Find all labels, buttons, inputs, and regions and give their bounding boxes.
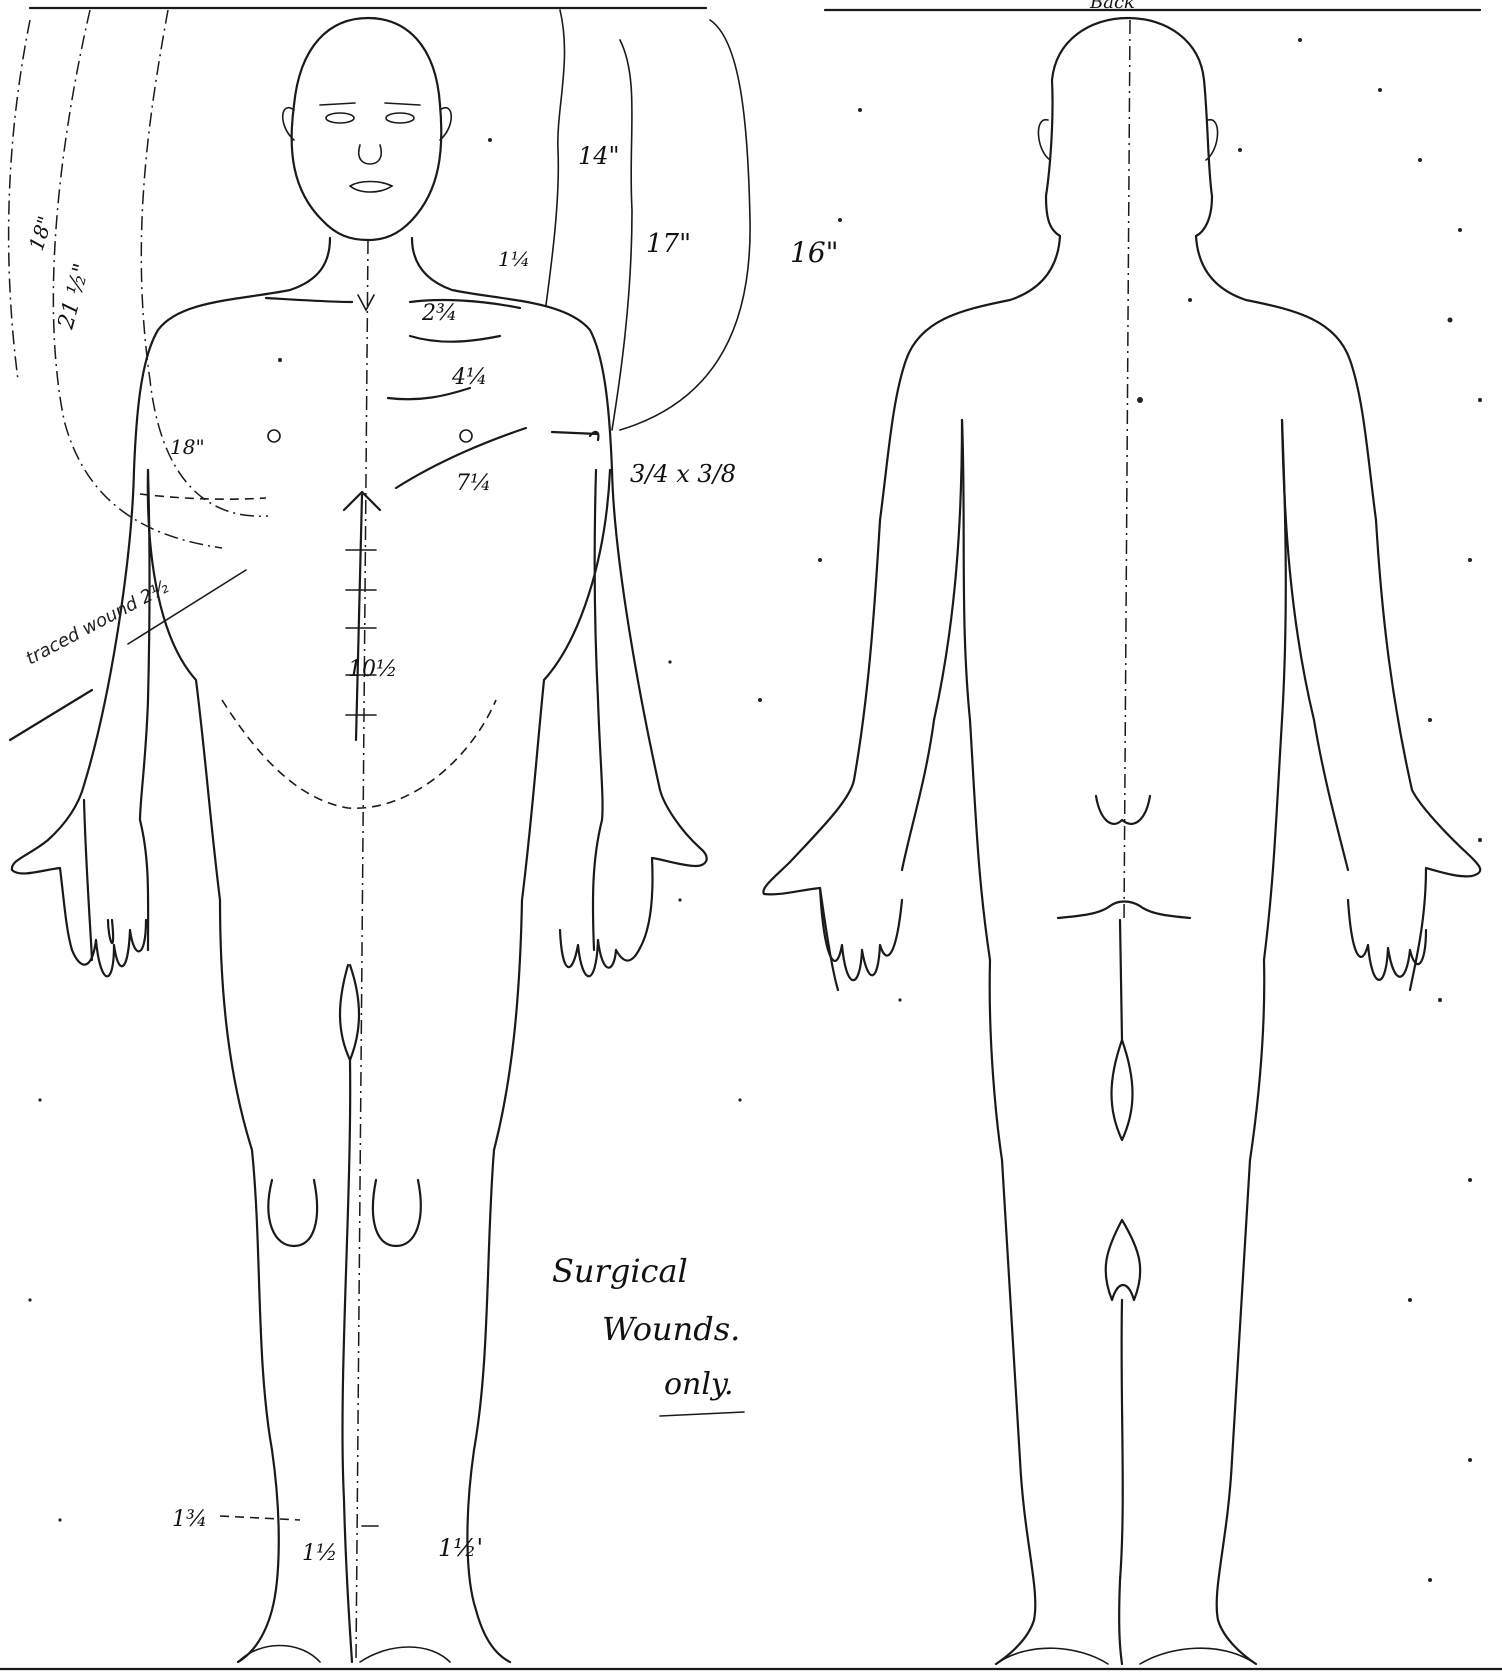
front-arm-left-inner bbox=[140, 470, 150, 950]
front-chest-wound-upper bbox=[410, 336, 500, 342]
front-knee-right bbox=[373, 1180, 421, 1246]
front-arc-chest bbox=[140, 494, 266, 499]
front-sternal-notch-arrow bbox=[358, 295, 374, 310]
front-brow-left bbox=[320, 103, 355, 105]
label-2-three-quarter: 2¾ bbox=[421, 301, 457, 326]
back-figure bbox=[763, 18, 1480, 1664]
back-spine bbox=[1124, 20, 1130, 920]
front-knee-left bbox=[268, 1180, 317, 1246]
label-16: 16" bbox=[790, 236, 839, 269]
label-18-left: 18" bbox=[170, 435, 205, 459]
front-bracket-14 bbox=[546, 10, 565, 305]
back-inner-thigh bbox=[1112, 1040, 1133, 1140]
back-arm-right-inner bbox=[1282, 420, 1348, 870]
ankle-line-left bbox=[220, 1516, 300, 1520]
front-foot-right bbox=[360, 1647, 450, 1662]
front-abdomen-incision bbox=[356, 495, 362, 740]
front-eye-left bbox=[326, 113, 354, 123]
back-ear-left bbox=[1038, 120, 1050, 160]
label-21-half: 21 ½" bbox=[53, 261, 95, 333]
back-arm-left-inner bbox=[902, 420, 962, 870]
front-figure bbox=[9, 10, 750, 1662]
back-header-label: Back bbox=[1089, 0, 1135, 13]
front-brow-right bbox=[385, 103, 420, 105]
front-torso-right bbox=[412, 238, 707, 1662]
label-ankle-right: 1½' bbox=[438, 1534, 483, 1562]
front-clavicle-left bbox=[266, 298, 352, 302]
front-leg-divide bbox=[342, 1060, 352, 1662]
label-10-half: 10½ bbox=[348, 657, 397, 682]
front-hand-right bbox=[560, 930, 640, 976]
note-line-3: only. bbox=[664, 1367, 733, 1402]
front-inner-thigh bbox=[340, 965, 359, 1060]
front-mouth bbox=[350, 182, 392, 193]
label-wound-size: 3/4 x 3/8 bbox=[630, 460, 736, 488]
back-calf-gap bbox=[1106, 1220, 1141, 1300]
front-bracket-16 bbox=[620, 20, 750, 430]
label-4-quarter: 4¼ bbox=[451, 365, 487, 390]
label-ankle-mid: 1½ bbox=[302, 1541, 337, 1566]
back-leg-divide-upper bbox=[1120, 920, 1122, 1040]
label-ankle-left: 1¾ bbox=[172, 1507, 207, 1532]
label-1-quarter: 1¼ bbox=[498, 247, 530, 271]
front-midline bbox=[356, 240, 368, 1660]
label-18: 18" bbox=[24, 213, 58, 253]
front-nipple-left bbox=[268, 430, 280, 442]
label-17: 17" bbox=[646, 229, 691, 259]
back-body-left bbox=[763, 236, 1060, 1664]
front-pelvis-line bbox=[222, 700, 496, 808]
back-body-right bbox=[1196, 236, 1480, 1664]
note-underline bbox=[660, 1412, 744, 1416]
front-bracket-17 bbox=[612, 40, 632, 430]
front-arm-wound-mark bbox=[590, 432, 598, 440]
front-eye-right bbox=[386, 113, 414, 123]
label-7-quarter: 7¼ bbox=[456, 471, 491, 496]
front-nipple-right bbox=[460, 430, 472, 442]
note-line-1: Surgical bbox=[552, 1252, 688, 1290]
back-leg-divide-lower bbox=[1119, 1300, 1123, 1664]
front-nose bbox=[359, 145, 382, 164]
front-traced-line-1 bbox=[10, 690, 92, 740]
label-14: 14" bbox=[578, 142, 620, 170]
front-arc-outer bbox=[9, 20, 30, 380]
note-line-2: Wounds. bbox=[602, 1310, 740, 1348]
front-head bbox=[292, 18, 442, 240]
back-buttock-cleft bbox=[1096, 796, 1150, 824]
scan-speckles bbox=[28, 38, 1482, 1582]
